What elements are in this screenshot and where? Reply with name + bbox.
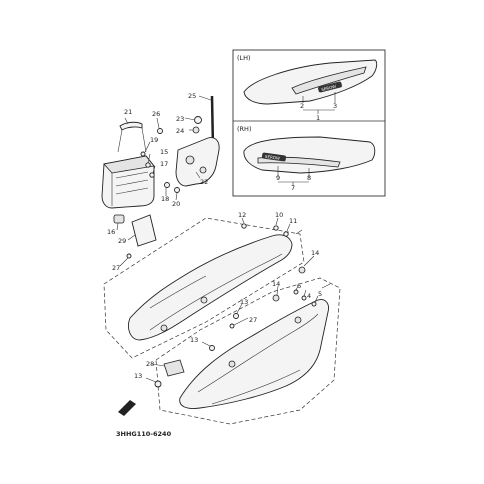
callout-27-left: 27 <box>112 264 120 272</box>
bolt-15 <box>145 162 151 168</box>
callout-14-lower: 14 <box>272 280 280 288</box>
bolt-12 <box>241 223 247 229</box>
callout-21: 21 <box>124 108 132 116</box>
bolt-19 <box>140 151 146 157</box>
inset-label-lh: (LH) <box>237 54 251 62</box>
side-cover-rh-inset <box>243 136 376 174</box>
screw-27-b <box>229 323 235 329</box>
bolt-17 <box>149 172 155 178</box>
callout-26: 26 <box>152 110 160 118</box>
callout-5: 5 <box>318 290 322 298</box>
battery-box-top <box>103 155 155 174</box>
side-cover-left <box>128 234 293 341</box>
bolt-11 <box>283 231 289 237</box>
callout-7: 7 <box>291 184 295 192</box>
callout-23: 23 <box>176 115 184 123</box>
pad-28 <box>163 359 185 377</box>
callout-13-lower: 13 <box>134 372 142 380</box>
callout-11: 11 <box>289 217 297 225</box>
callout-28: 28 <box>146 360 154 368</box>
callout-13-upper: 13 <box>240 298 248 306</box>
callout-20: 20 <box>172 200 180 208</box>
callout-6: 6 <box>297 282 301 290</box>
callout-14-upper: 14 <box>311 249 319 257</box>
lh-emblem-text: SEROW <box>321 84 337 92</box>
bolt-6 <box>293 289 299 295</box>
callout-3: 3 <box>333 102 337 110</box>
grommet-23 <box>194 116 202 124</box>
bolt-4 <box>301 295 307 301</box>
bracket-group <box>175 95 220 187</box>
side-cover-right-assembly <box>154 277 341 425</box>
inset-box: (LH) (RH) SEROW SEROW <box>232 49 386 197</box>
bolt-10 <box>273 225 279 231</box>
callout-25: 25 <box>188 92 196 100</box>
collar-13-upper <box>233 313 239 319</box>
pad-29 <box>131 214 157 247</box>
callout-8: 8 <box>307 174 311 182</box>
callout-27-right: 27 <box>249 316 257 324</box>
collar-24 <box>192 126 200 134</box>
callout-12: 12 <box>238 211 246 219</box>
damper-16 <box>113 214 125 224</box>
callout-24: 24 <box>176 127 184 135</box>
damper-14-bottom <box>272 294 280 302</box>
lh-decal-stripe <box>291 66 367 95</box>
bolt-18 <box>164 182 170 188</box>
callout-4: 4 <box>307 292 311 300</box>
callout-1: 1 <box>316 114 320 122</box>
bracket-22 <box>175 137 220 187</box>
battery-strap <box>119 121 143 131</box>
screw-27-a <box>126 253 132 259</box>
callout-17: 17 <box>160 160 168 168</box>
callout-29: 29 <box>118 237 126 245</box>
callout-19: 19 <box>150 136 158 144</box>
damper-14-top <box>298 266 306 274</box>
collar-13-mid <box>209 345 215 351</box>
bolt-20 <box>174 187 180 193</box>
bolt-26 <box>157 128 163 134</box>
collar-13-lower <box>154 380 162 388</box>
side-cover-right <box>179 299 329 409</box>
rh-emblem-text: SEROW <box>265 154 281 161</box>
leader-lines <box>116 95 331 383</box>
callout-13-mid: 13 <box>190 336 198 344</box>
callout-9: 9 <box>276 174 280 182</box>
side-cover-left-assembly <box>103 217 306 359</box>
diagram-code: 3HHG110-6240 <box>116 430 172 438</box>
rh-emblem <box>261 152 287 162</box>
forward-arrow-icon <box>118 400 136 416</box>
screw-5 <box>311 301 317 307</box>
callout-16: 16 <box>107 228 115 236</box>
callout-22: 22 <box>200 178 208 186</box>
callout-15: 15 <box>160 148 168 156</box>
callout-2: 2 <box>300 102 304 110</box>
lh-emblem <box>318 81 342 93</box>
callout-18: 18 <box>161 195 169 203</box>
callout-10: 10 <box>275 211 283 219</box>
callout-numbers: 1 2 3 4 5 6 7 8 9 10 11 12 13 13 13 14 1… <box>107 92 337 380</box>
battery-box-group <box>101 121 180 247</box>
inset-label-rh: (RH) <box>237 125 251 133</box>
